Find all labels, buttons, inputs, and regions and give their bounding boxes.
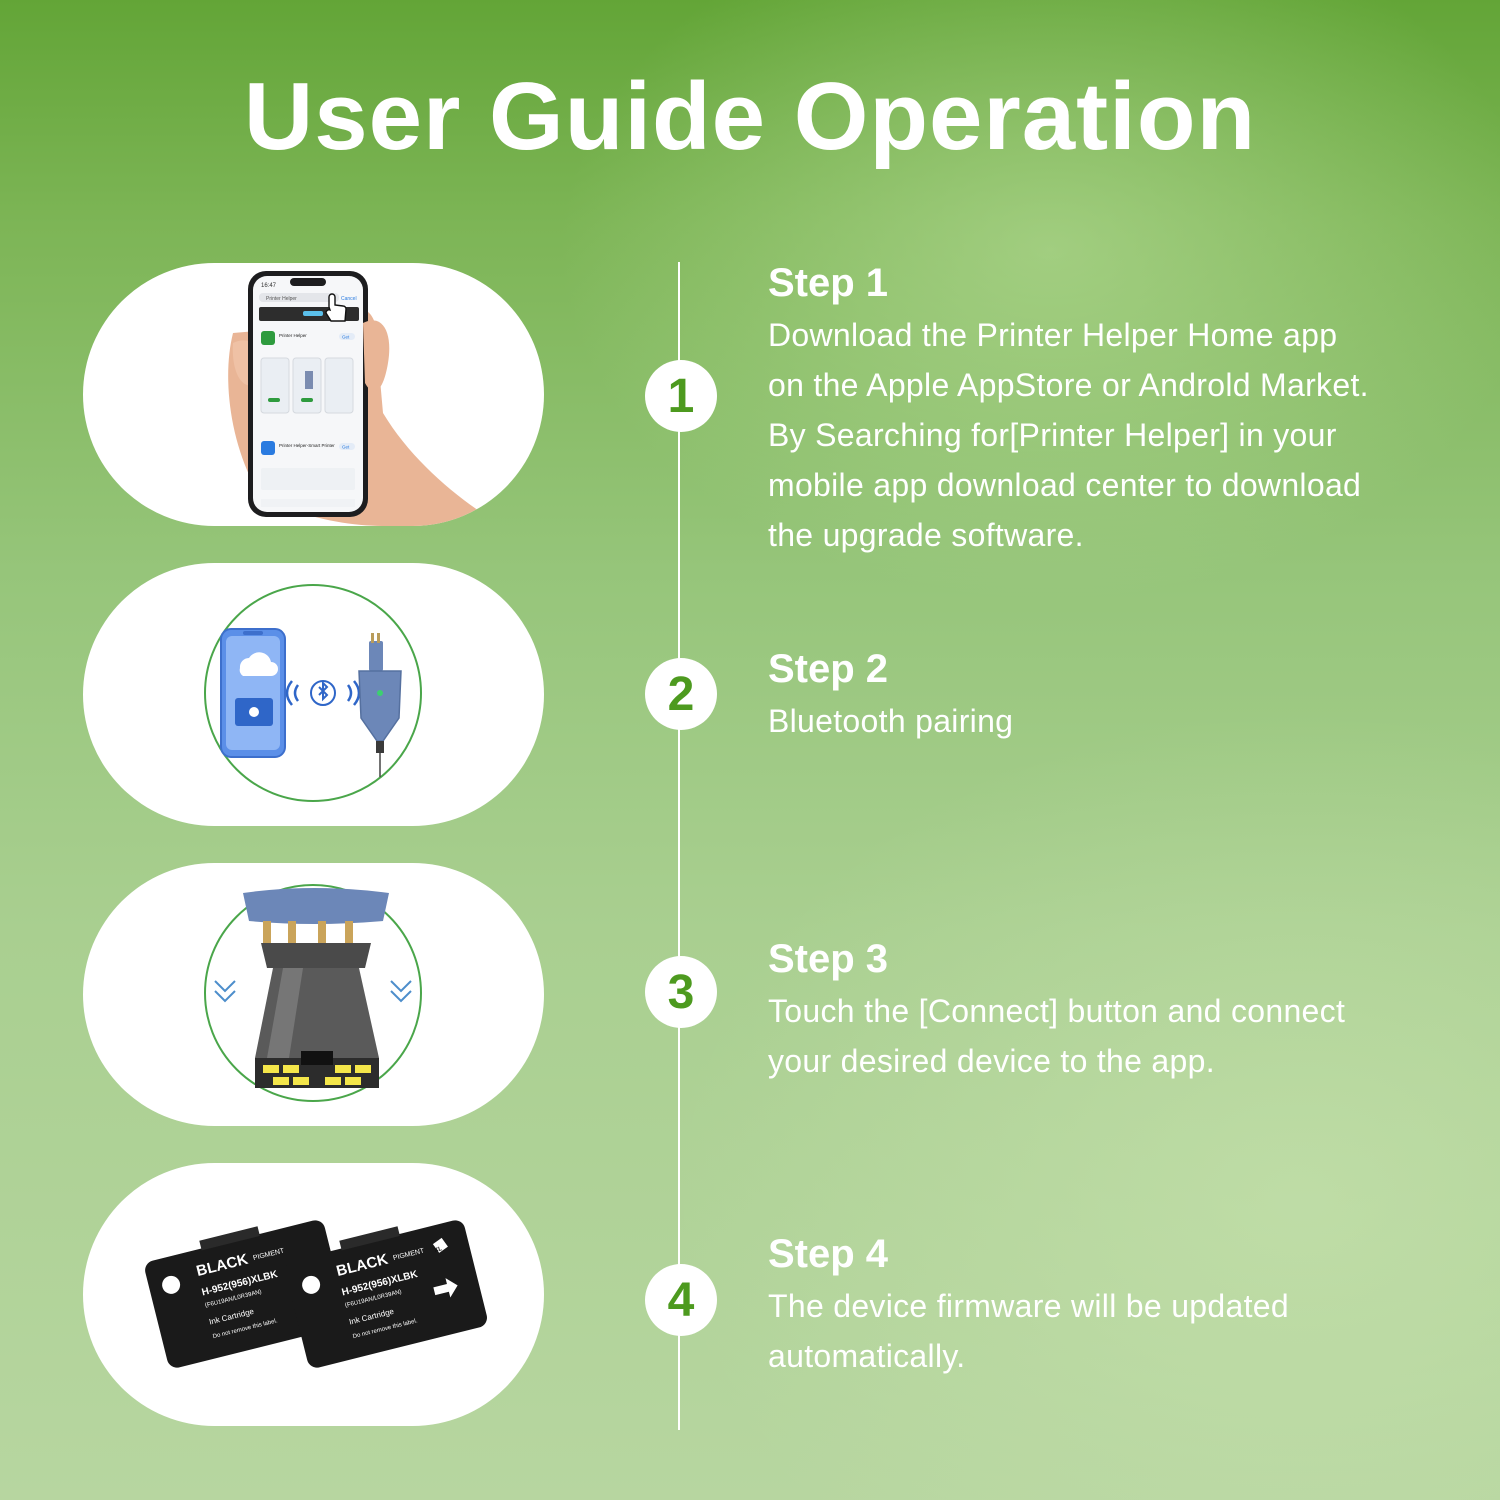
hand-phone-illustration: 16:47 Printer Helper Cancel Printer Help… (228, 271, 504, 526)
ink-cartridges-illustration: BLACK PIGMENT H-952(956)XLBK (F6U19AN/L0… (145, 1220, 487, 1368)
step-1-block: Step 1 Download the Printer Helper Home … (768, 260, 1468, 560)
step-4-title: Step 4 (768, 1232, 889, 1276)
step-1-line-4: mobile app download center to download (768, 467, 1362, 503)
step-2-block: Step 2 Bluetooth pairing (768, 646, 1468, 746)
step-1-line-1: Download the Printer Helper Home app (768, 317, 1338, 353)
step-4-number: 4 (645, 1264, 717, 1336)
step-4-image-card: BLACK PIGMENT H-952(956)XLBK (F6U19AN/L0… (83, 1163, 544, 1426)
phone-cancel-text: Cancel (341, 296, 357, 302)
phone-get-button-1: Get (342, 335, 350, 340)
phone-app2-name: Printer Helper-Smart Printer (279, 443, 335, 448)
step-4-block: Step 4 The device firmware will be updat… (768, 1231, 1468, 1381)
arrow-right-icon (433, 1278, 458, 1298)
step-2-title: Step 2 (768, 647, 889, 691)
page-title: User Guide Operation (243, 63, 1257, 170)
resetter-cartridge-illustration (204, 884, 422, 1102)
phone-app1-name: Printer Helper (279, 333, 307, 338)
step-1-line-2: on the Apple AppStore or Androld Market. (768, 367, 1369, 403)
timeline-line (678, 262, 680, 1430)
cartridge-2-badge: XL (434, 1246, 443, 1254)
step-4-line-1: The device firmware will be updated (768, 1288, 1289, 1324)
step-3-title: Step 3 (768, 937, 889, 981)
phone-time: 16:47 (261, 283, 277, 289)
step-3-line-2: your desired device to the app. (768, 1043, 1215, 1079)
step-1-number: 1 (645, 360, 717, 432)
step-1-title: Step 1 (768, 261, 889, 305)
step-3-block: Step 3 Touch the [Connect] button and co… (768, 936, 1468, 1086)
step-1-image-card: 16:47 Printer Helper Cancel Printer Help… (83, 263, 544, 526)
phone-get-button-2: Get (342, 445, 350, 450)
step-2-line-1: Bluetooth pairing (768, 703, 1014, 739)
bluetooth-pairing-illustration (204, 584, 422, 802)
step-1-line-3: By Searching for[Printer Helper] in your (768, 417, 1337, 453)
step-2-image-card (83, 563, 544, 826)
phone-search-text: Printer Helper (266, 296, 297, 302)
step-2-number: 2 (645, 658, 717, 730)
step-3-number: 3 (645, 956, 717, 1028)
step-1-line-5: the upgrade software. (768, 517, 1084, 553)
step-3-image-card (83, 863, 544, 1126)
step-4-line-2: automatically. (768, 1338, 966, 1374)
step-3-line-1: Touch the [Connect] button and connect (768, 993, 1346, 1029)
